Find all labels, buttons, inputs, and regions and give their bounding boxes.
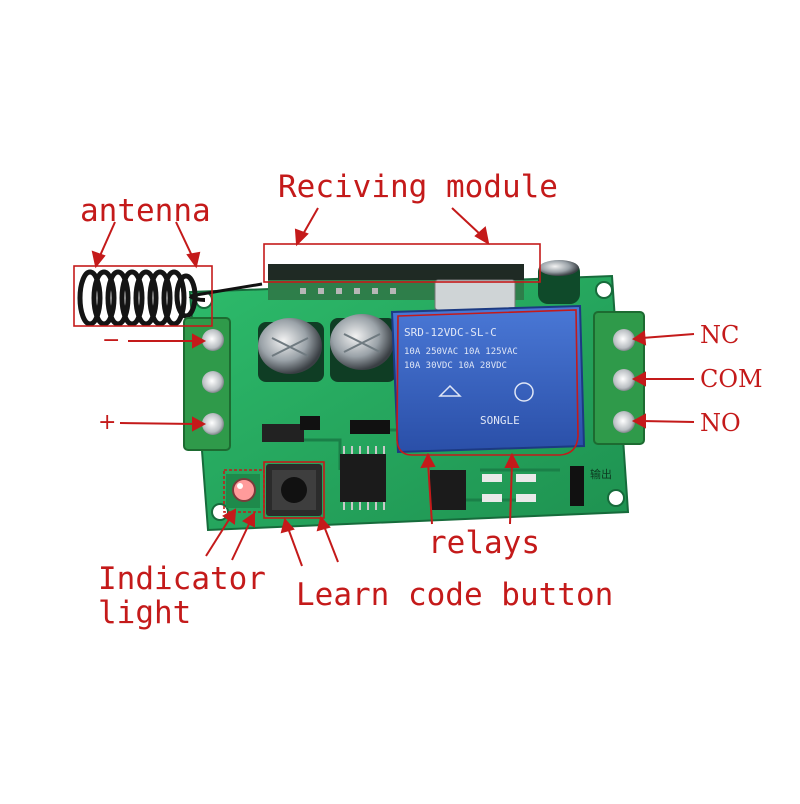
nc-terminal-label: NC	[700, 321, 740, 349]
antenna-label: antenna	[80, 193, 211, 229]
indicator-light-label-line2: light	[98, 595, 192, 631]
relay-rating-text-1: 10A 250VAC 10A 125VAC	[404, 347, 518, 357]
annotation-arrows	[91, 207, 695, 567]
ic-chips: 输出	[262, 416, 612, 510]
minus-label: −	[102, 328, 121, 353]
learn-code-button-component	[266, 464, 322, 516]
indicator-light-label-line1: Indicator	[98, 561, 266, 597]
relay-rating-text-2: 10A 30VDC 10A 28VDC	[404, 361, 507, 371]
relay-model-text: SRD-12VDC-SL-C	[404, 326, 497, 339]
led-box	[223, 469, 265, 513]
receiving-module-label: Reciving module	[278, 169, 558, 205]
capacitors	[258, 314, 396, 382]
indicator-led-component	[226, 474, 260, 508]
relay-component: SRD-12VDC-SL-C 10A 250VAC 10A 125VAC 10A…	[390, 304, 586, 454]
relay-brand-text: SONGLE	[480, 414, 520, 427]
relay-box	[396, 309, 579, 456]
antenna-box	[73, 265, 213, 327]
learn-code-button-label: Learn code button	[296, 577, 614, 613]
left-terminal-block	[183, 317, 231, 451]
top-capacitor	[538, 260, 580, 304]
annotation-layer	[73, 243, 579, 519]
module-box	[263, 243, 541, 283]
no-terminal-label: NO	[700, 409, 741, 437]
relays-label: relays	[428, 525, 540, 561]
plus-label: +	[98, 410, 117, 435]
antenna-coil	[77, 269, 263, 327]
terminal-marking-text: 输出	[590, 467, 612, 481]
com-terminal-label: COM	[700, 365, 763, 393]
